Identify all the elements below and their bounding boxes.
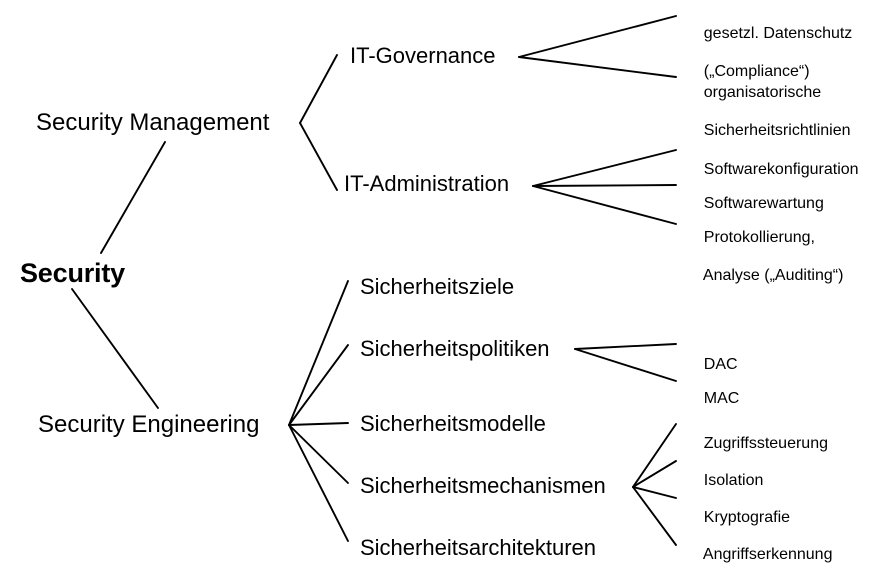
leaf-protokollierung-analyse: Protokollierung, Analyse („Auditing“) (686, 210, 844, 304)
engineering-fan-to-architekturen (288, 424, 349, 542)
mechanismen-fan-to-kryptografie (632, 486, 677, 499)
administration-fan-to-softwarekonfiguration (532, 149, 677, 187)
node-it-administration: IT-Administration (344, 171, 510, 196)
node-sicherheitsziele: Sicherheitsziele (360, 274, 515, 299)
leaf-line-1: DAC (703, 355, 738, 373)
root-to-security-management (100, 141, 166, 254)
leaf-line-1: Protokollierung, (703, 228, 815, 246)
leaf-line-1: Isolation (703, 471, 764, 489)
leaf-line-1: Kryptografie (703, 508, 791, 526)
node-sicherheitsmodelle: Sicherheitsmodelle (360, 411, 546, 436)
leaf-angriffserkennung: Angriffserkennung (Intrusion Detection) (686, 527, 848, 578)
leaf-softwarekonfiguration: Softwarekonfiguration (686, 142, 859, 199)
leaf-line-1: Softwarekonfiguration (703, 160, 859, 178)
leaf-line-1: Zugriffssteuerung (703, 434, 828, 452)
leaf-line-1: Angriffserkennung (702, 545, 833, 563)
node-security-management: Security Management (36, 109, 270, 136)
engineering-fan-to-politiken (288, 344, 349, 426)
engineering-fan-to-ziele (288, 280, 349, 426)
node-security-engineering: Security Engineering (38, 411, 260, 438)
administration-fan-to-softwarewartung (532, 184, 677, 187)
politiken-fan-to-mac (574, 348, 677, 382)
engineering-fan-to-modelle (288, 422, 349, 426)
leaf-line-1: gesetzl. Datenschutz (703, 24, 853, 42)
node-sicherheitsmechanismen: Sicherheitsmechanismen (360, 473, 606, 498)
leaf-zugriffssteuerung: Zugriffssteuerung (686, 416, 828, 473)
root-to-security-engineering (71, 288, 159, 409)
leaf-dac: DAC (686, 337, 738, 394)
mechanismen-fan-to-zugriffssteuerung (632, 423, 677, 488)
management-fan-to-governance (299, 54, 338, 124)
node-sicherheitsarchitekturen: Sicherheitsarchitekturen (360, 535, 597, 560)
leaf-line-1: Softwarewartung (703, 194, 824, 212)
management-fan-to-administration (299, 122, 338, 191)
politiken-fan-to-dac (574, 343, 677, 350)
governance-fan-to-datenschutz (518, 15, 677, 58)
leaf-mac: MAC (686, 371, 740, 428)
leaf-organisatorische-sicherheitsrichtlinien: organisatorische Sicherheitsrichtlinien (686, 65, 851, 159)
node-it-governance: IT-Governance (350, 43, 496, 68)
leaf-line-1: MAC (703, 389, 740, 407)
leaf-softwarewartung: Softwarewartung (686, 176, 824, 233)
mechanismen-fan-to-angriffserkennung (632, 486, 677, 546)
administration-fan-to-protokollierung (532, 185, 677, 225)
leaf-line-2: Analyse („Auditing“) (702, 266, 844, 284)
leaf-gesetzl-datenschutz: gesetzl. Datenschutz („Compliance“) (686, 6, 853, 100)
mechanismen-fan-to-isolation (632, 460, 677, 488)
leaf-isolation: Isolation (686, 453, 764, 510)
leaf-line-1: organisatorische (703, 83, 822, 101)
engineering-fan-to-mechanismen (288, 424, 349, 484)
node-sicherheitspolitiken: Sicherheitspolitiken (360, 336, 550, 361)
node-security-root: Security (20, 258, 125, 288)
leaf-line-2: Sicherheitsrichtlinien (703, 121, 851, 139)
leaf-kryptografie: Kryptografie (686, 490, 790, 547)
leaf-line-2: („Compliance“) (703, 62, 810, 80)
governance-fan-to-richtlinien (518, 56, 677, 78)
